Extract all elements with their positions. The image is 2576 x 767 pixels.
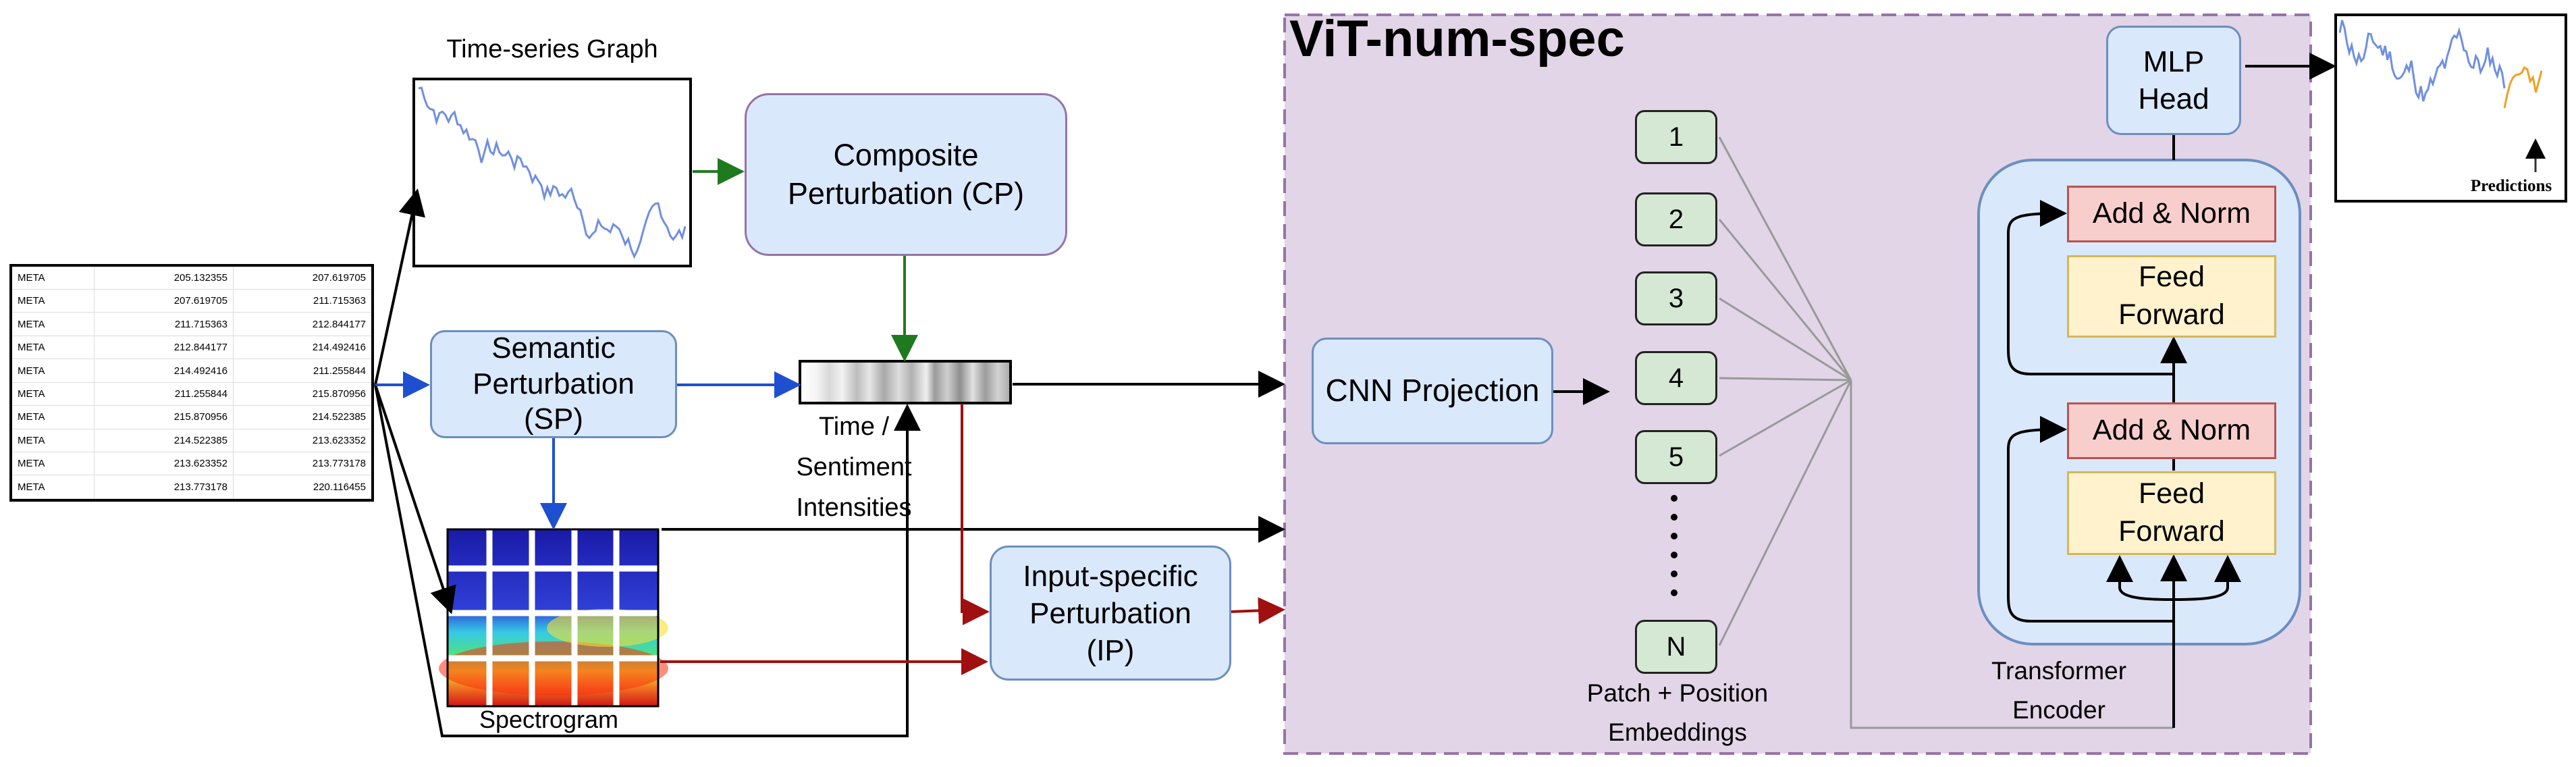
table-cell: META bbox=[12, 475, 95, 499]
cnn-projection-box: CNN Projection bbox=[1312, 338, 1553, 444]
table-output-arrows bbox=[374, 53, 2336, 737]
table-cell: 213.773178 bbox=[94, 475, 234, 499]
table-cell: 211.715363 bbox=[94, 312, 234, 336]
patch-position-label: Patch + Position Embeddings bbox=[1542, 674, 1813, 752]
feed-forward-bottom-line-2: Forward bbox=[2118, 515, 2225, 548]
patch-connector-lines bbox=[1718, 136, 2174, 729]
composite-arrows bbox=[693, 158, 918, 362]
input-specific-line-1: Input-specific bbox=[1023, 559, 1198, 593]
prediction-forecast-line bbox=[2503, 65, 2543, 109]
time-sentiment-line-2: Sentiment bbox=[796, 453, 912, 481]
patch-position-line-1: Patch + Position bbox=[1586, 679, 1769, 707]
table-cell: 213.623352 bbox=[232, 429, 371, 453]
mlp-head-line-1: MLP bbox=[2143, 45, 2205, 78]
spectrogram-label: Spectrogram bbox=[479, 706, 619, 733]
table-cell: META bbox=[12, 429, 95, 453]
table-cell: 214.492416 bbox=[232, 336, 371, 360]
table-cell: 207.619705 bbox=[232, 267, 371, 290]
table-cell: 220.116455 bbox=[232, 475, 371, 499]
table-cell: 212.844177 bbox=[94, 336, 234, 360]
table-cell: 211.255844 bbox=[94, 382, 234, 406]
patch-embedding-1: 1 bbox=[1635, 110, 1717, 164]
table-cell: 211.715363 bbox=[232, 289, 371, 313]
transformer-encoder-line-2: Encoder bbox=[2012, 696, 2105, 724]
add-norm-top-box: Add & Norm bbox=[2067, 186, 2276, 242]
table-cell: 205.132355 bbox=[94, 267, 234, 290]
intensity-strip bbox=[799, 360, 1012, 404]
feed-forward-top-box: Feed Forward bbox=[2067, 255, 2276, 338]
predictions-label: Predictions bbox=[2470, 177, 2552, 195]
table-cell: 215.870956 bbox=[232, 382, 371, 406]
feed-forward-bottom-line-1: Feed bbox=[2138, 477, 2205, 510]
add-norm-bottom-box: Add & Norm bbox=[2067, 402, 2276, 459]
prediction-history-line bbox=[2338, 20, 2506, 102]
table-cell: 213.773178 bbox=[232, 452, 371, 476]
semantic-line-1: Semantic bbox=[491, 331, 616, 365]
table-cell: META bbox=[12, 267, 95, 290]
transformer-encoder-label: Transformer Encoder bbox=[1958, 652, 2160, 730]
patch-ellipsis bbox=[1671, 495, 1678, 596]
feed-forward-top-line-2: Forward bbox=[2118, 298, 2225, 331]
semantic-arrows bbox=[375, 371, 801, 530]
transformer-internal-arrows bbox=[2007, 200, 2241, 728]
table-cell: 214.522385 bbox=[94, 429, 234, 453]
patch-embedding-n: N bbox=[1635, 620, 1717, 674]
patch-embedding-3: 3 bbox=[1635, 271, 1717, 325]
table-cell: META bbox=[12, 289, 95, 313]
semantic-perturbation-box: Semantic Perturbation (SP) bbox=[430, 330, 677, 438]
transformer-encoder-line-1: Transformer bbox=[1991, 657, 2127, 685]
patch-embedding-4: 4 bbox=[1635, 351, 1717, 405]
table-cell: 212.844177 bbox=[232, 312, 371, 336]
vit-title: ViT-num-spec bbox=[1289, 10, 1625, 68]
feed-forward-bottom-box: Feed Forward bbox=[2067, 471, 2276, 555]
time-sentiment-line-3: Intensities bbox=[796, 494, 912, 522]
composite-line-2: Perturbation (CP) bbox=[787, 176, 1025, 211]
feed-forward-top-line-1: Feed bbox=[2138, 261, 2205, 294]
table-cell: 215.870956 bbox=[94, 405, 234, 429]
input-specific-arrows bbox=[660, 404, 1285, 675]
mlp-head-line-2: Head bbox=[2138, 82, 2209, 115]
composite-perturbation-box: Composite Perturbation (CP) bbox=[745, 93, 1067, 256]
composite-line-1: Composite bbox=[833, 138, 979, 173]
mlp-head-box: MLP Head bbox=[2106, 26, 2241, 135]
table-cell: 214.522385 bbox=[232, 405, 371, 429]
table-cell: META bbox=[12, 382, 95, 406]
semantic-line-2: Perturbation bbox=[473, 367, 635, 400]
time-sentiment-label: Time / Sentiment Intensities bbox=[753, 406, 955, 528]
patch-embedding-2: 2 bbox=[1635, 192, 1717, 246]
table-cell: 213.623352 bbox=[94, 452, 234, 476]
time-series-graph-label: Time-series Graph bbox=[446, 35, 658, 63]
table-cell: META bbox=[12, 452, 95, 476]
input-specific-perturbation-box: Input-specific Perturbation (IP) bbox=[990, 546, 1231, 681]
table-cell: 214.492416 bbox=[94, 359, 234, 383]
input-specific-line-3: (IP) bbox=[1086, 633, 1135, 667]
patch-position-line-2: Embeddings bbox=[1608, 718, 1747, 746]
table-cell: META bbox=[12, 336, 95, 360]
table-cell: META bbox=[12, 359, 95, 383]
spectrogram-image bbox=[439, 528, 668, 708]
table-cell: META bbox=[12, 405, 95, 429]
time-series-graph-frame bbox=[412, 78, 692, 267]
table-cell: META bbox=[12, 312, 95, 336]
input-specific-line-2: Perturbation bbox=[1029, 596, 1191, 630]
semantic-line-3: (SP) bbox=[523, 402, 583, 436]
time-series-line bbox=[418, 86, 687, 259]
patch-embedding-5: 5 bbox=[1635, 430, 1717, 484]
time-sentiment-line-1: Time / bbox=[818, 413, 890, 441]
table-cell: 211.255844 bbox=[232, 359, 371, 383]
table-cell: 207.619705 bbox=[94, 289, 234, 313]
